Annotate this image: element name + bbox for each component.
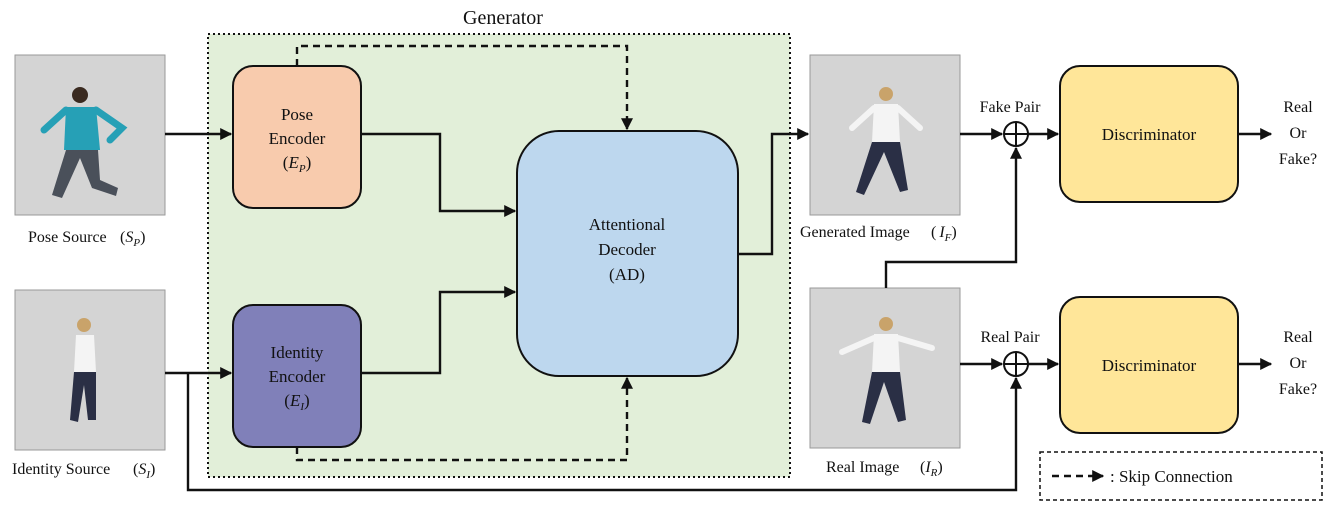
svg-text:Encoder: Encoder [269, 367, 326, 386]
svg-text:Pose: Pose [281, 105, 313, 124]
identity-source-symbol: (SI) [133, 461, 155, 481]
output-bottom-label: Real Or Fake? [1279, 329, 1317, 398]
pose-source-label: Pose Source [28, 229, 107, 246]
svg-text:Encoder: Encoder [269, 129, 326, 148]
generator-title: Generator [463, 7, 543, 29]
real-image-symbol: (IR) [920, 459, 943, 479]
identity-source-image [14, 289, 166, 451]
legend-label: : Skip Connection [1110, 467, 1233, 486]
svg-text:Fake?: Fake? [1279, 151, 1317, 168]
attentional-decoder-block: Attentional Decoder (AD) [516, 130, 739, 377]
svg-text:Or: Or [1290, 125, 1308, 142]
legend: : Skip Connection [1039, 451, 1323, 501]
generated-image-symbol: (IF) [931, 224, 957, 244]
real-image [809, 287, 961, 449]
svg-text:Discriminator: Discriminator [1102, 356, 1197, 375]
svg-text:Decoder: Decoder [598, 240, 656, 259]
svg-text:Discriminator: Discriminator [1102, 125, 1197, 144]
pose-encoder-block: Pose Encoder (EP) [232, 65, 362, 209]
real-pair-concat-node [1003, 351, 1029, 377]
discriminator-top-block: Discriminator [1059, 65, 1239, 203]
person-figure-icon [849, 87, 923, 195]
svg-text:Or: Or [1290, 355, 1308, 372]
svg-text:(EI): (EI) [284, 391, 309, 413]
person-figure-icon [70, 318, 96, 422]
connector-arrows [165, 128, 1273, 492]
real-pair-label: Real Pair [980, 329, 1040, 346]
person-figure-icon [839, 317, 935, 424]
svg-text:(EP): (EP) [283, 153, 311, 175]
discriminator-bottom-block: Discriminator [1059, 296, 1239, 434]
generated-image-label: Generated Image [800, 224, 910, 241]
fake-pair-label: Fake Pair [980, 99, 1042, 116]
identity-encoder-block: Identity Encoder (EI) [232, 304, 362, 448]
pose-source-symbol: (SP) [120, 229, 145, 249]
skip-connections [295, 44, 633, 462]
generated-image [809, 54, 961, 216]
svg-text:Real: Real [1283, 329, 1313, 346]
identity-source-label: Identity Source [12, 461, 110, 478]
svg-text:Attentional: Attentional [589, 215, 666, 234]
pose-source-image [14, 54, 166, 216]
person-figure-icon [40, 87, 128, 198]
output-top-label: Real Or Fake? [1279, 99, 1317, 168]
svg-text:Identity: Identity [271, 343, 324, 362]
fake-pair-concat-node [1003, 121, 1029, 147]
svg-text:Fake?: Fake? [1279, 381, 1317, 398]
svg-text:Real: Real [1283, 99, 1313, 116]
real-image-label: Real Image [826, 459, 899, 476]
svg-text:(AD): (AD) [609, 265, 645, 284]
